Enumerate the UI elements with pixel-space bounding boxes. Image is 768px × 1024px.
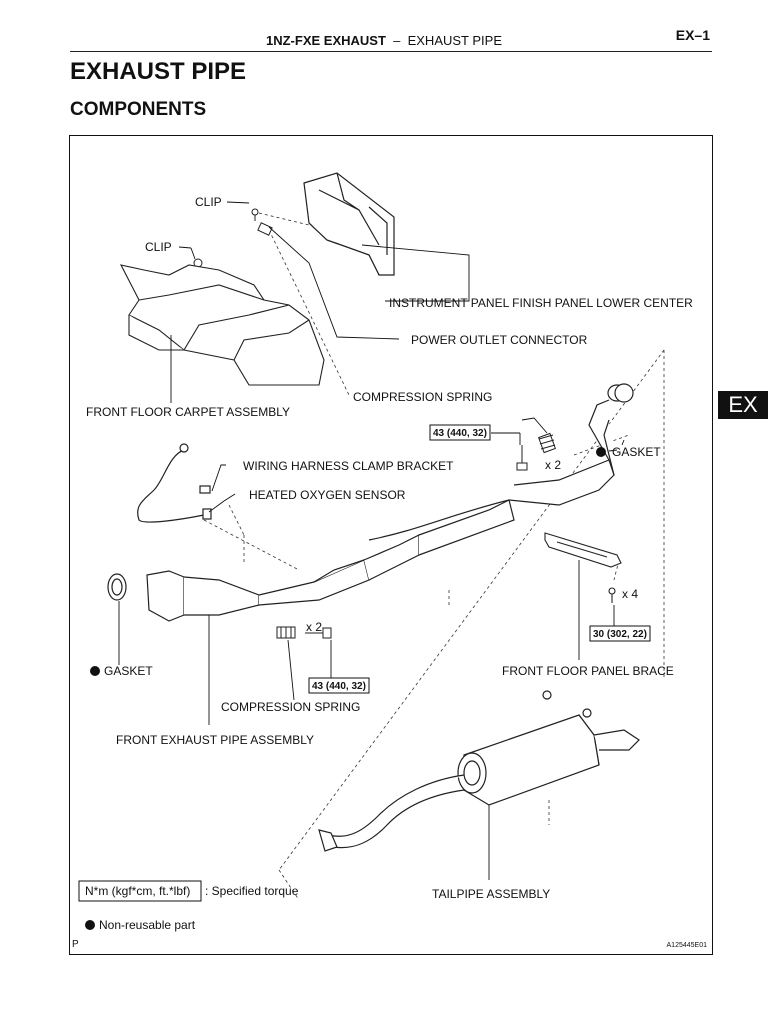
footer-code: A125445E01 [667,942,708,949]
torque-legend-box [78,880,202,902]
oxygen-sensor-part [137,443,212,523]
legend-torque-text: : Specified torque [205,884,299,898]
front-exhaust-pipe-part [107,383,634,622]
label-x2-2: x 2 [306,620,322,634]
torque-box-2 [308,677,370,694]
label-front-exhaust: FRONT EXHAUST PIPE ASSEMBLY [116,733,314,747]
bolt-part-1 [516,445,528,471]
label-compression-spring-1: COMPRESSION SPRING [353,390,492,404]
front-floor-brace-part [544,532,622,603]
footer-left: P [72,939,79,950]
torque-box-1 [429,424,491,441]
header-rule [70,51,712,52]
label-x4: x 4 [622,587,638,601]
legend-nonreusable-text: Non-reusable part [99,918,196,932]
torque-box-3 [589,625,651,642]
page-title: EXHAUST PIPE [70,58,247,85]
label-front-floor-carpet: FRONT FLOOR CARPET ASSEMBLY [86,405,290,419]
header-separator: – [393,33,401,48]
label-power-outlet: POWER OUTLET CONNECTOR [411,333,588,347]
bolt-part-2 [305,627,332,639]
label-gasket-1: GASKET [612,445,661,459]
compression-spring-part-2 [276,626,296,639]
nonreusable-dot-gasket-1 [596,447,606,457]
instrument-panel-part [303,172,395,276]
components-diagram: CLIP CLIP INSTRUMENT PANEL FINISH PANEL … [69,135,713,955]
clip-part-1 [251,208,259,221]
header-engine: 1NZ-FXE EXHAUST [265,33,386,48]
section-tab[interactable]: EX [718,391,768,419]
label-tailpipe: TAILPIPE ASSEMBLY [432,887,550,901]
dashed-guides [203,212,665,901]
power-outlet-connector-part [257,222,273,236]
tailpipe-part [318,690,640,852]
front-floor-carpet-part [119,264,325,386]
leader-lines [118,201,625,880]
legend-torque-box-text: N*m (kgf*cm, ft.*lbf) [85,884,190,898]
compression-spring-part-1 [537,432,557,454]
label-gasket-2: GASKET [104,664,153,678]
section-subtitle: COMPONENTS [70,99,207,120]
header-page-code: EX–1 [675,27,710,43]
torque-value-2: 43 (440, 32) [312,681,366,692]
label-clip-2: CLIP [145,240,172,254]
header-section: EXHAUST PIPE [407,33,502,48]
page-header: 1NZ-FXE EXHAUST – EXHAUST PIPE EX–1 [0,27,768,54]
label-x2-1: x 2 [545,458,561,472]
torque-value-3: 30 (302, 22) [593,629,647,640]
label-heated-oxygen: HEATED OXYGEN SENSOR [249,488,406,502]
header-title: 1NZ-FXE EXHAUST – EXHAUST PIPE [0,33,768,48]
label-front-floor-brace: FRONT FLOOR PANEL BRACE [502,664,674,678]
label-compression-spring-2: COMPRESSION SPRING [221,700,360,714]
torque-value-1: 43 (440, 32) [433,428,487,439]
label-wiring-harness: WIRING HARNESS CLAMP BRACKET [243,459,454,473]
nonreusable-dot-gasket-2 [90,666,100,676]
nonreusable-dot-legend [85,920,95,930]
label-instrument-panel: INSTRUMENT PANEL FINISH PANEL LOWER CENT… [389,296,693,310]
label-clip-1: CLIP [195,195,222,209]
